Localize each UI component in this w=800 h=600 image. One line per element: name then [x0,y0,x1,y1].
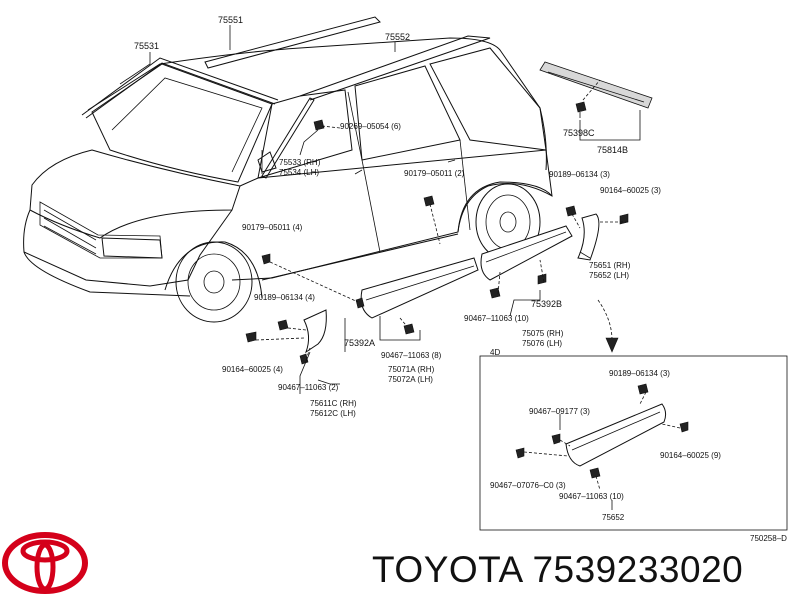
inset-label-90467-b: 90467–07076–C0 (3) [490,481,566,490]
inset-arrow [597,299,619,353]
label-75071a: 75071A (RH) [388,365,435,374]
leader-lines [255,125,628,361]
inset-4d [479,355,788,531]
fastener-markers [245,119,629,365]
diagram-code: 750258–D [750,534,787,543]
label-90164-b: 90164–60025 (4) [222,365,283,374]
inset-labels: 4D 90189–06134 (3) 90467–09177 (3) 90164… [490,348,721,522]
label-90189-b: 90189–06134 (4) [254,293,315,302]
inset-label-75652: 75652 [602,513,625,522]
label-90179-a: 90179–05011 (2) [404,169,465,178]
label-75531: 75531 [134,41,159,51]
label-75392b: 75392B [531,299,562,309]
label-75551: 75551 [218,15,243,25]
label-75075: 75075 (RH) [522,329,564,338]
toyota-logo-icon [2,532,88,594]
label-90164-a: 90164–60025 (3) [600,186,661,195]
inset-label-90164: 90164–60025 (9) [660,451,721,460]
label-90269: 90269–05054 (6) [340,122,401,131]
label-75534: 75534 (LH) [279,168,319,177]
brand-caption: TOYOTA 7539233020 [372,549,743,590]
label-75076: 75076 (LH) [522,339,562,348]
inset-label-90467-a: 90467–09177 (3) [529,407,590,416]
side-moulding-75071a [360,257,479,331]
label-90467-b: 90467–11063 (8) [381,351,442,360]
van-illustration [23,16,553,323]
inset-label-4d: 4D [490,348,500,357]
roof-moulding-75814b [539,61,653,118]
label-75392a: 75392A [344,338,375,348]
label-75552: 75552 [385,32,410,42]
label-75533: 75533 (RH) [279,158,321,167]
label-75652-lh: 75652 (LH) [589,271,629,280]
callout-lines [119,25,641,394]
label-75612c: 75612C (LH) [310,409,356,418]
label-90467-c: 90467–11063 (2) [278,383,339,392]
label-75611c: 75611C (RH) [310,399,357,408]
callout-labels: 75551 75531 75552 75398C 75814B 90269–05… [134,15,661,418]
label-75651: 75651 (RH) [589,261,631,270]
label-90467-a: 90467–11063 (10) [464,314,529,323]
end-piece-75611c [303,309,327,354]
label-75814b: 75814B [597,145,628,155]
label-75072a: 75072A (LH) [388,375,433,384]
inset-label-90467-c: 90467–11063 (10) [559,492,624,501]
inset-label-90189: 90189–06134 (3) [609,369,670,378]
end-piece-75651 [577,213,600,261]
label-90179-b: 90179–05011 (4) [242,223,303,232]
side-moulding-75075 [480,225,573,281]
label-90189-a: 90189–06134 (3) [549,170,610,179]
label-75398c: 75398C [563,128,595,138]
